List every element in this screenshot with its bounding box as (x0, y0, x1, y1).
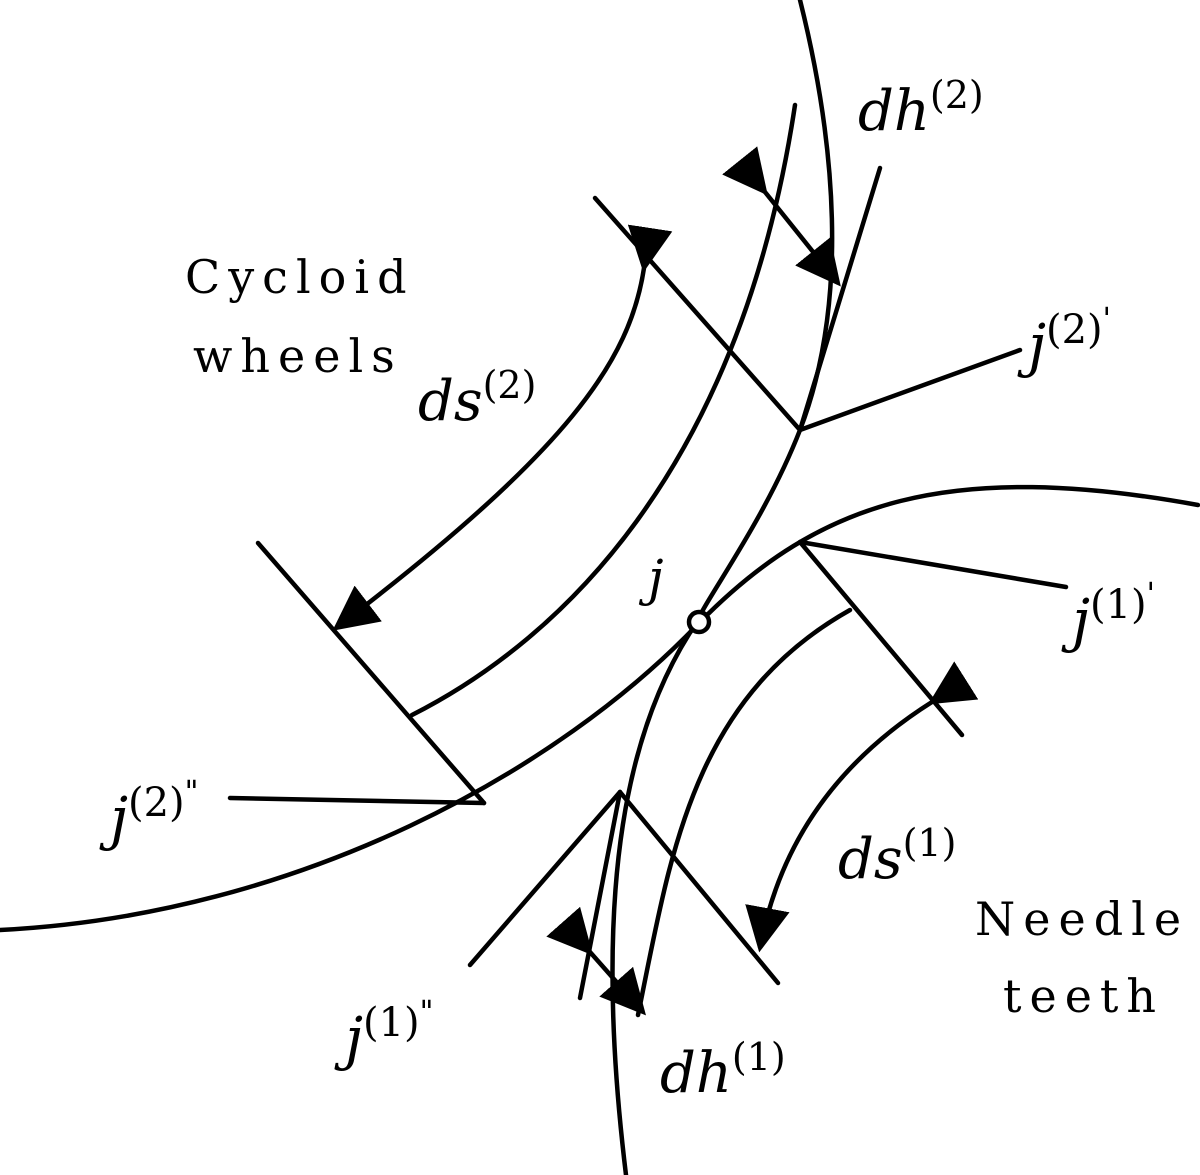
cycloid-wheels-label-line2: wheels (193, 329, 403, 383)
diagonal-line-lower (467, 789, 623, 968)
normal-line-cycloid-left (255, 540, 487, 806)
leader-j1-prime (797, 539, 1069, 590)
ds1-label: ds(1) (838, 821, 956, 892)
j2-prime-label: j(2)' (1017, 302, 1111, 379)
cycloid-wheel-profile (0, 484, 1200, 933)
dh2-label: dh(2) (858, 73, 984, 144)
dh1-label: dh(1) (660, 1035, 786, 1106)
dh2-arrow (722, 146, 841, 287)
needle-offset-curve (635, 607, 853, 1018)
j-label: j (638, 549, 664, 607)
cycloid-wheels-label-line1: Cycloid (185, 250, 415, 304)
needle-teeth-label-line1: Needle (975, 892, 1189, 946)
dh1-arrow (546, 906, 646, 1016)
contact-point-j (686, 609, 712, 635)
needle-teeth-label-line2: teeth (1003, 969, 1164, 1023)
ds2-label: ds(2) (418, 363, 536, 434)
needle-tooth-profile (610, 0, 835, 1175)
ds2-arrow (332, 224, 673, 631)
j1-prime-label: j(1)' (1061, 577, 1155, 654)
j1-doubleprime-label: j(1)" (334, 995, 433, 1072)
normal-line-needle-right (797, 539, 965, 738)
leader-j2-prime (797, 347, 1023, 433)
j2-doubleprime-label: j(2)" (99, 775, 198, 852)
ds1-arrow (745, 661, 979, 953)
leader-j2-doubleprime (227, 795, 487, 806)
tangent-line-upper (797, 165, 883, 433)
normal-line-needle-lower (617, 789, 781, 986)
